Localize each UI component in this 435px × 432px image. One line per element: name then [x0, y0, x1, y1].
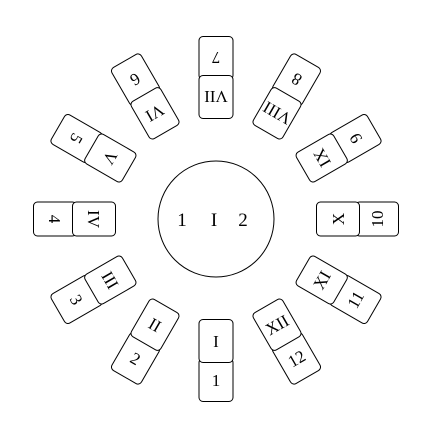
- roman-iii-card: III: [84, 255, 137, 305]
- roman-ix-card-outline: [295, 133, 348, 183]
- arabic-1-card: 1: [198, 358, 234, 402]
- roman-iv-card-outline: [72, 201, 116, 237]
- roman-iii-card-outline: [84, 255, 137, 305]
- roman-vi-card: VI: [130, 87, 180, 140]
- arabic-4-card: 4: [33, 201, 77, 237]
- roman-ix-card: IX: [295, 133, 348, 183]
- roman-vii-label: VII: [204, 87, 228, 106]
- roman-viii-card-outline: [252, 87, 302, 140]
- roman-vi-card-outline: [130, 87, 180, 140]
- roman-ii-card: II: [130, 298, 180, 351]
- roman-xii-card-outline: [252, 298, 302, 351]
- roman-x-card-outline: [316, 201, 360, 237]
- center-circle: [157, 160, 275, 278]
- roman-xi-card-outline: [295, 255, 348, 305]
- arabic-4-label: 4: [45, 215, 64, 224]
- arabic-1-label: 1: [212, 371, 221, 390]
- center-right-number: 2: [238, 210, 248, 231]
- roman-iv-card: IV: [72, 201, 116, 237]
- roman-viii-card: VIII: [252, 87, 302, 140]
- roman-xi-card: XI: [295, 255, 348, 305]
- roman-x-label: X: [329, 213, 348, 225]
- arabic-10-card: 10: [355, 201, 399, 237]
- roman-i-card: I: [198, 319, 234, 363]
- roman-xii-card: XII: [252, 298, 302, 351]
- roman-vii-card: VII: [198, 75, 234, 119]
- arabic-7-label: 7: [211, 48, 220, 67]
- center-left-number: 1: [177, 210, 187, 231]
- arabic-7-card: 7: [198, 36, 234, 80]
- roman-ii-card-outline: [130, 298, 180, 351]
- roman-x-card: X: [316, 201, 360, 237]
- roman-v-card-outline: [84, 133, 137, 183]
- roman-v-card: V: [84, 133, 137, 183]
- roman-i-label: I: [213, 332, 219, 351]
- roman-vii-card-outline: [198, 75, 234, 119]
- roman-iv-label: IV: [84, 210, 103, 229]
- center-middle-numeral: I: [211, 210, 217, 231]
- roman-i-card-outline: [198, 319, 234, 363]
- arabic-10-label: 10: [368, 211, 387, 228]
